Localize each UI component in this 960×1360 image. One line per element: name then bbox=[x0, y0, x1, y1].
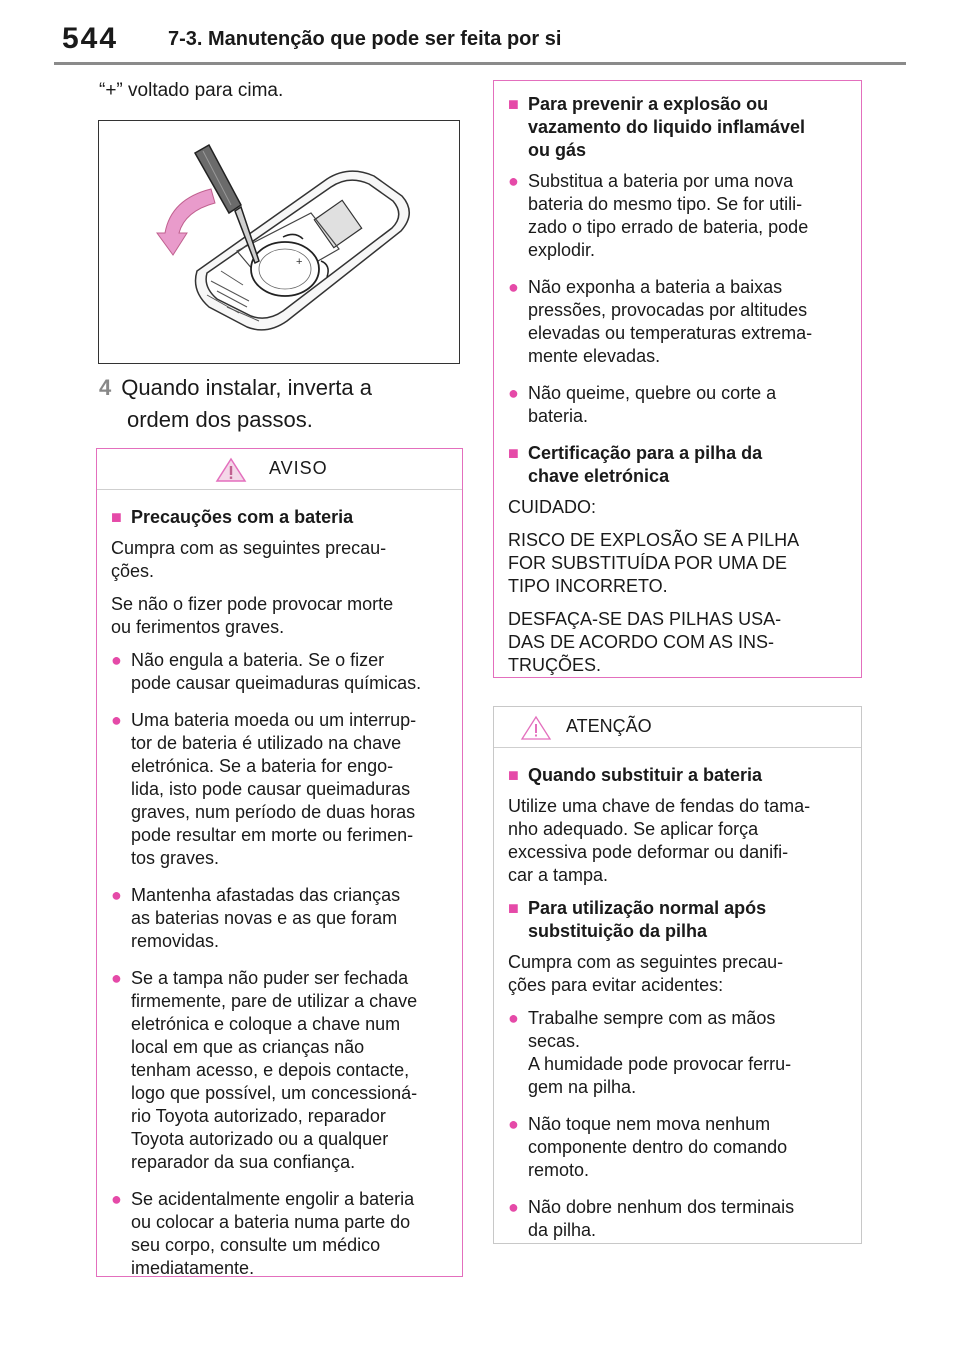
bullet-item: ●Não dobre nenhum dos terminais da pilha… bbox=[508, 1197, 795, 1240]
paragraph: Cumpra com as seguintes precau- ções par… bbox=[508, 952, 784, 995]
aviso-header: AVISO bbox=[97, 449, 462, 490]
paragraph: DESFAÇA-SE DAS PILHAS USA- DAS DE ACORDO… bbox=[508, 609, 782, 675]
bullet-item: ●Não exponha a bateria a baixas pressões… bbox=[508, 277, 813, 366]
section-title: 7-3. Manutenção que pode ser feita por s… bbox=[168, 28, 562, 50]
bullet-dot-icon: ● bbox=[111, 710, 122, 730]
bullet-dot-icon: ● bbox=[508, 1008, 519, 1028]
bullet-dot-icon: ● bbox=[111, 650, 122, 670]
warning-triangle-icon bbox=[520, 715, 552, 740]
bullet-item: ●Não toque nem mova nenhum componente de… bbox=[508, 1114, 788, 1180]
section-heading: ■Para utilização normal após substituiçã… bbox=[508, 898, 767, 941]
section-heading: ■Certificação para a pilha da chave elet… bbox=[508, 443, 763, 486]
paragraph: Se não o fizer pode provocar morte ou fe… bbox=[111, 594, 394, 637]
bullet-item: ●Uma bateria moeda ou um interrup- tor d… bbox=[111, 710, 417, 868]
aviso-continued-box: ■Para prevenir a explosão ou vazamento d… bbox=[493, 80, 862, 678]
bullet-dot-icon: ● bbox=[508, 171, 519, 191]
intro-text: “+” voltado para cima. bbox=[99, 80, 284, 101]
step-number: 4 bbox=[99, 375, 112, 400]
page-header: 544 7-3. Manutenção que pode ser feita p… bbox=[0, 0, 960, 66]
bullet-dot-icon: ● bbox=[508, 383, 519, 403]
paragraph: Utilize uma chave de fendas do tama- nho… bbox=[508, 796, 811, 885]
bullet-item: ●Não engula a bateria. Se o fizer pode c… bbox=[111, 650, 422, 693]
heading-square-icon: ■ bbox=[508, 94, 519, 114]
screwdriver bbox=[193, 143, 260, 265]
bullet-dot-icon: ● bbox=[508, 1197, 519, 1217]
aviso-title: AVISO bbox=[269, 458, 328, 478]
battery-plus-mark: + bbox=[296, 256, 302, 268]
atencao-title: ATENÇÃO bbox=[566, 716, 652, 736]
paragraph: Cumpra com as seguintes precau- ções. bbox=[111, 538, 387, 581]
atencao-box: ATENÇÃO ■Quando substituir a bateria Uti… bbox=[493, 706, 862, 1244]
section-heading: ■Quando substituir a bateria bbox=[508, 765, 763, 785]
bullet-dot-icon: ● bbox=[111, 885, 122, 905]
aviso-box: AVISO ■Precauções com a bateria Cumpra c… bbox=[96, 448, 463, 1280]
bullet-item: ●Substitua a bateria por uma nova bateri… bbox=[508, 171, 809, 260]
atencao-header: ATENÇÃO bbox=[494, 707, 861, 748]
bullet-item: ●Não queime, quebre ou corte a bateria. bbox=[508, 383, 777, 426]
bullet-item: ●Mantenha afastadas das crianças as bate… bbox=[111, 885, 401, 951]
bullet-dot-icon: ● bbox=[111, 1189, 122, 1209]
battery-illustration: + bbox=[98, 120, 460, 364]
warning-triangle-icon bbox=[215, 457, 247, 482]
section-heading: ■Para prevenir a explosão ou vazamento d… bbox=[508, 94, 806, 160]
page-number: 544 bbox=[62, 22, 119, 55]
aviso-body: ■Precauções com a bateria Cumpra com as … bbox=[97, 490, 462, 1280]
step-text-line1: Quando instalar, inverta a bbox=[121, 375, 372, 400]
heading-square-icon: ■ bbox=[508, 898, 519, 918]
section-heading: ■Precauções com a bateria bbox=[111, 507, 354, 527]
heading-square-icon: ■ bbox=[508, 443, 519, 463]
header-rule bbox=[54, 62, 906, 65]
bullet-item: ●Trabalhe sempre com as mãos secas. A hu… bbox=[508, 1008, 792, 1097]
chip-square bbox=[313, 199, 363, 249]
bullet-item: ●Se a tampa não puder ser fechada firmem… bbox=[111, 968, 418, 1172]
key-fob-illustration: + bbox=[156, 143, 410, 331]
coin-battery bbox=[250, 241, 320, 297]
paragraph: CUIDADO: bbox=[508, 497, 597, 517]
step-4: 4 Quando instalar, inverta a ordem dos pa… bbox=[99, 372, 459, 436]
atencao-body: ■Quando substituir a bateria Utilize uma… bbox=[494, 748, 861, 1242]
paragraph: RISCO DE EXPLOSÃO SE A PILHA FOR SUBSTIT… bbox=[508, 530, 800, 596]
bullet-dot-icon: ● bbox=[111, 968, 122, 988]
bullet-dot-icon: ● bbox=[508, 277, 519, 297]
rotation-arrow bbox=[156, 188, 216, 256]
heading-square-icon: ■ bbox=[508, 765, 519, 785]
bullet-item: ●Se acidentalmente engolir a bateria ou … bbox=[111, 1189, 415, 1278]
aviso-continued-body: ■Para prevenir a explosão ou vazamento d… bbox=[494, 81, 861, 677]
step-text-line2: ordem dos passos. bbox=[127, 407, 313, 432]
heading-square-icon: ■ bbox=[111, 507, 122, 527]
bullet-dot-icon: ● bbox=[508, 1114, 519, 1134]
